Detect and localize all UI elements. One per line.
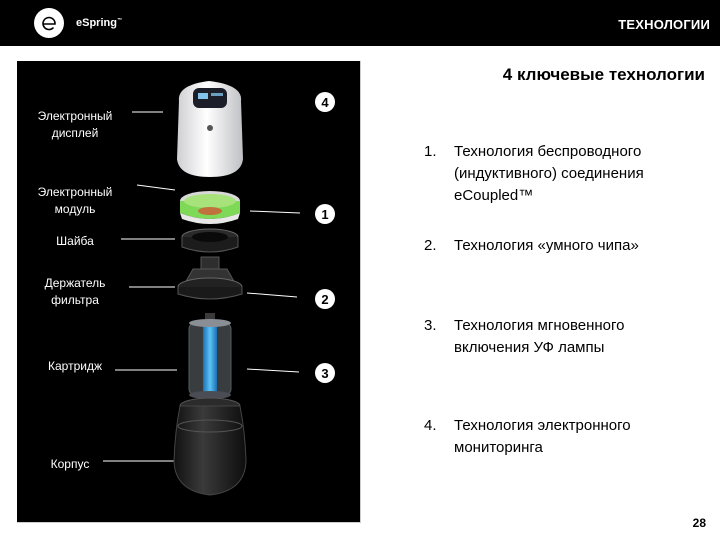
- technology-text: Технология мгновенного включения УФ ламп…: [454, 317, 625, 356]
- brand-name: eSpring™: [76, 17, 122, 29]
- header-bar: eSpring™ ТЕХНОЛОГИИ: [0, 0, 720, 46]
- technology-text: Технология электронного мониторинга: [454, 417, 631, 456]
- product-illustration: [103, 81, 301, 496]
- technology-item-3: 3. Технология мгновенного включения УФ л…: [424, 315, 694, 359]
- slide-heading: 4 ключевые технологии: [502, 65, 705, 84]
- badge-2: 2: [315, 289, 335, 309]
- badge-4: 4: [315, 92, 335, 112]
- section-title: ТЕХНОЛОГИИ: [618, 17, 710, 32]
- label-washer: Шайба: [56, 234, 94, 248]
- espring-logo-icon: [34, 8, 64, 38]
- base-housing: [173, 397, 247, 496]
- technology-number: 2.: [424, 237, 437, 254]
- technology-number: 4.: [424, 417, 437, 434]
- cartridge: [188, 313, 232, 399]
- page-number: 28: [692, 516, 706, 530]
- badge-3: 3: [315, 363, 335, 383]
- technology-text: Технология «умного чипа»: [454, 237, 639, 254]
- technology-item-2: 2. Технология «умного чипа»: [424, 235, 694, 257]
- label-housing: Корпус: [50, 457, 90, 471]
- washer: [181, 228, 239, 253]
- display-unit: [177, 81, 243, 177]
- electronic-module: [180, 191, 240, 224]
- technology-item-4: 4. Технология электронного мониторинга: [424, 415, 694, 459]
- technology-item-1: 1. Технология беспроводного (индуктивног…: [424, 141, 694, 207]
- filter-holder: [177, 256, 243, 300]
- label-cartridge: Картридж: [48, 359, 102, 373]
- badge-1: 1: [315, 204, 335, 224]
- technology-number: 3.: [424, 317, 437, 334]
- technology-text: Технология беспроводного (индуктивного) …: [454, 143, 644, 204]
- technology-number: 1.: [424, 143, 437, 160]
